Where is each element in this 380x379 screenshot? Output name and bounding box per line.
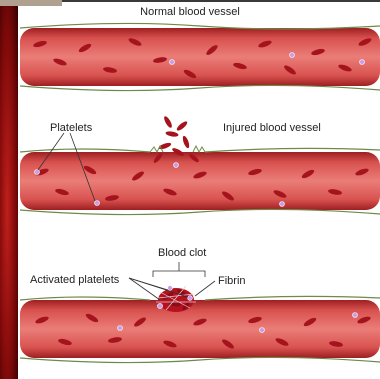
label-activated-platelets: Activated platelets (30, 274, 120, 286)
top-crop-strip (0, 0, 62, 6)
label-blood-clot: Blood clot (158, 247, 206, 259)
clotted-blood-vessel (20, 286, 380, 363)
label-fibrin: Fibrin (218, 275, 246, 287)
top-crop-line (62, 0, 380, 2)
label-normal-blood-vessel: Normal blood vessel (140, 6, 240, 18)
label-platelets: Platelets (50, 122, 93, 134)
normal-blood-vessel (20, 23, 380, 90)
label-injured-blood-vessel: Injured blood vessel (223, 122, 321, 134)
